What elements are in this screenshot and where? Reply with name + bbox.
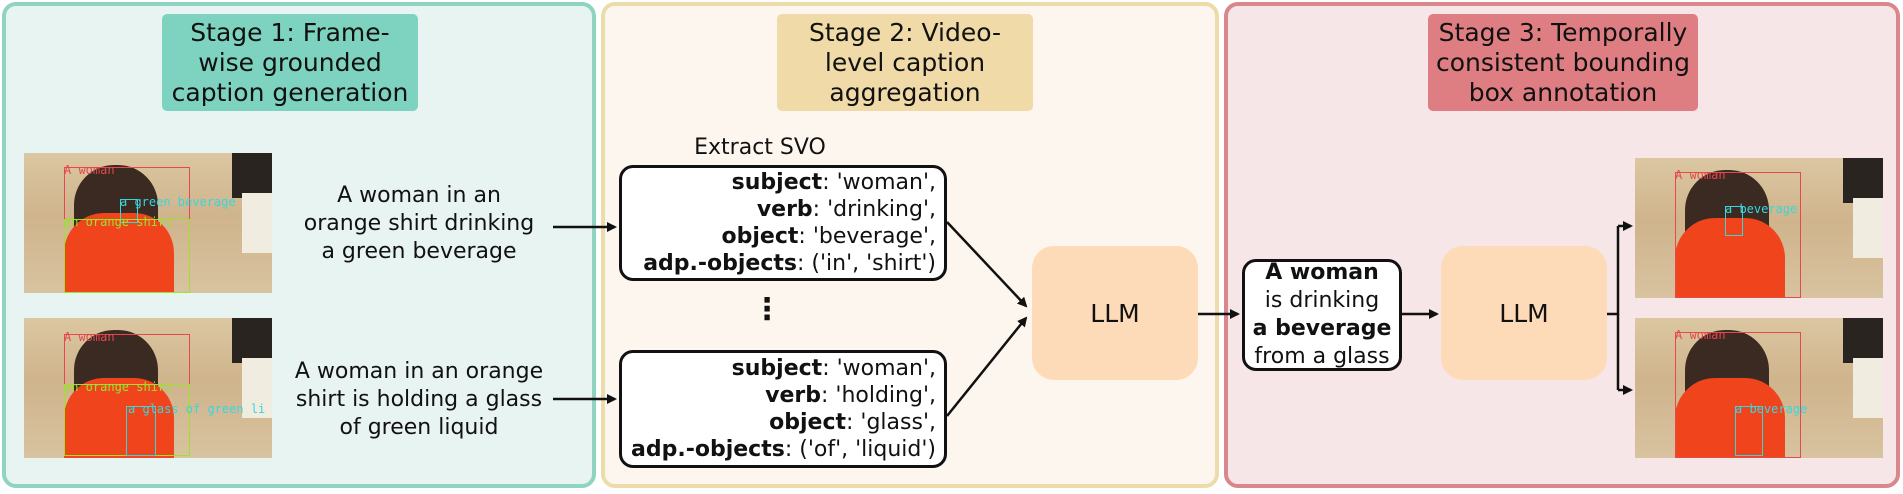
svo-value: : 'beverage', — [798, 224, 936, 249]
bbox-label: a beverage — [1725, 202, 1798, 216]
svo-value: : 'glass', — [846, 410, 936, 435]
svo-key: adp.-objects — [631, 437, 785, 462]
svo-box-1: subject: 'woman', verb: 'drinking', obje… — [619, 165, 947, 281]
stage1-title-line: wise grounded — [198, 47, 382, 77]
final-caption-rest: from a glass — [1254, 344, 1390, 369]
bbox-label: A woman — [1675, 168, 1726, 182]
final-caption-verb: is drinking — [1264, 288, 1380, 313]
svo-key: subject — [731, 356, 823, 381]
bbox-beverage — [1735, 406, 1763, 456]
bbox-label: an orange shirt — [64, 215, 173, 229]
stage3-title-line: Stage 3: Temporally — [1438, 17, 1688, 47]
stage3-title-line: consistent bounding — [1435, 47, 1691, 77]
frame-image-2: A woman an orange shirt a glass of green… — [24, 318, 272, 458]
caption-line: A woman in an — [337, 183, 501, 208]
svo-value: : 'drinking', — [812, 197, 936, 222]
svo-key: verb — [756, 197, 813, 222]
bbox-shirt — [64, 219, 190, 293]
caption-line: orange shirt drinking — [303, 211, 535, 236]
stage3-title-line: box annotation — [1468, 77, 1658, 107]
caption-1: A woman in an orange shirt drinking a gr… — [292, 182, 546, 266]
llm-block-2: LLM — [1441, 246, 1607, 380]
bbox-beverage — [1725, 206, 1743, 236]
bbox-label: A woman — [1675, 328, 1726, 342]
svo-key: object — [769, 410, 847, 435]
svo-key: adp.-objects — [643, 251, 797, 276]
stage1-title-line: Stage 1: Frame- — [190, 17, 390, 47]
svo-value: : ('in', 'shirt') — [797, 251, 936, 276]
final-caption-object: a beverage — [1252, 316, 1392, 341]
svo-key: verb — [765, 383, 821, 408]
frame-image-3: A woman a beverage — [1635, 158, 1883, 298]
svo-key: subject — [731, 170, 823, 195]
stage2-title-line: Stage 2: Video- — [809, 17, 1001, 47]
bbox-label: a glass of green li — [128, 402, 266, 416]
caption-2: A woman in an orange shirt is holding a … — [280, 358, 558, 442]
llm-block-1: LLM — [1032, 246, 1198, 380]
frame-image-4: A woman a beverage — [1635, 318, 1883, 458]
bbox-woman — [1675, 332, 1801, 458]
stage1-title-line: caption generation — [171, 77, 409, 107]
extract-svo-label: Extract SVO — [694, 135, 826, 160]
caption-line: a green beverage — [321, 239, 517, 264]
svo-box-2: subject: 'woman', verb: 'holding', objec… — [619, 350, 947, 468]
caption-line: A woman in an orange — [294, 359, 544, 384]
bbox-label: A woman — [64, 330, 115, 344]
stage1-title: Stage 1: Frame- wise grounded caption ge… — [162, 14, 418, 111]
bbox-glass — [126, 406, 156, 456]
caption-line: of green liquid — [339, 415, 499, 440]
frame-image-1: A woman a green beverage an orange shirt — [24, 153, 272, 293]
caption-line: shirt is holding a glass — [295, 387, 543, 412]
bbox-label: a beverage — [1735, 402, 1808, 416]
bbox-woman — [1675, 172, 1801, 298]
svo-value: : ('of', 'liquid') — [784, 437, 936, 462]
svo-value: : 'holding', — [821, 383, 936, 408]
svo-value: : 'woman', — [822, 356, 936, 381]
final-caption-subject: A woman — [1265, 260, 1379, 285]
stage2-title-line: level caption — [824, 47, 986, 77]
svo-value: : 'woman', — [822, 170, 936, 195]
bbox-label: an orange shirt — [64, 380, 173, 394]
svo-key: object — [721, 224, 799, 249]
ellipsis: ⋮ — [752, 292, 782, 327]
bbox-label: a green beverage — [120, 195, 236, 209]
stage3-title: Stage 3: Temporally consistent bounding … — [1428, 14, 1698, 111]
stage2-title: Stage 2: Video- level caption aggregatio… — [777, 14, 1033, 111]
bbox-label: A woman — [64, 163, 115, 177]
final-caption-box: A woman is drinking a beverage from a gl… — [1242, 259, 1402, 371]
stage2-title-line: aggregation — [829, 77, 981, 107]
bbox-beverage — [120, 199, 138, 223]
